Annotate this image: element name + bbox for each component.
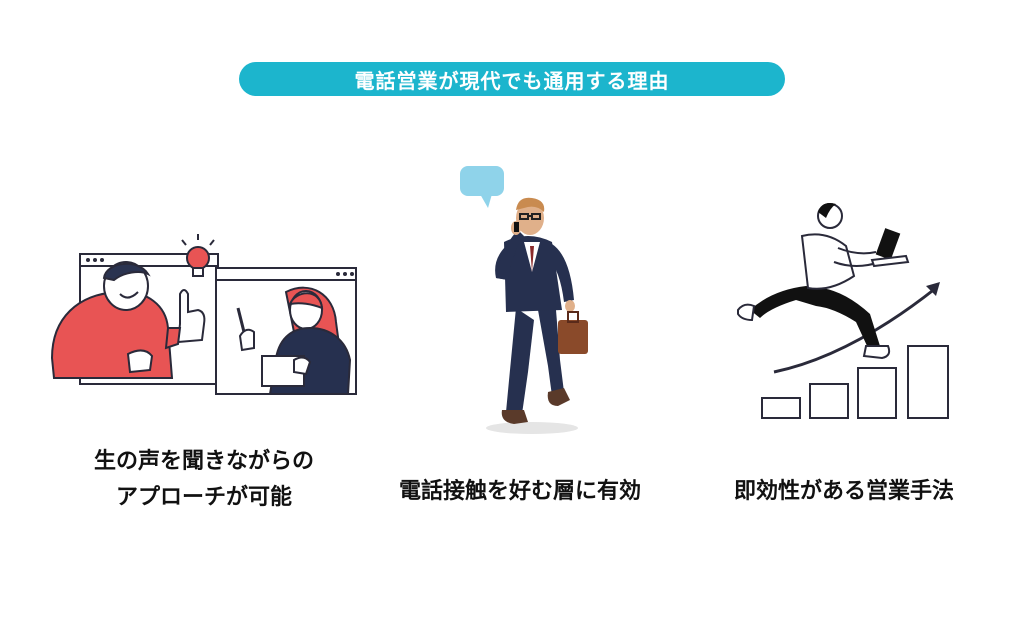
speech-bubble-icon bbox=[460, 166, 504, 208]
growth-runner-illustration bbox=[730, 196, 958, 424]
caption-line: アプローチが可能 bbox=[115, 485, 292, 510]
caption-line: 生の声を聞きながらの bbox=[93, 449, 314, 474]
card-caption-1: 生の声を聞きながらの アプローチが可能 bbox=[54, 444, 354, 516]
video-call-illustration bbox=[48, 228, 360, 396]
card-caption-3: 即効性がある営業手法 bbox=[694, 474, 994, 510]
page-title: 電話営業が現代でも通用する理由 bbox=[239, 62, 785, 96]
caption-line: 電話接触を好む層に有効 bbox=[398, 479, 641, 504]
caption-line: 即効性がある営業手法 bbox=[733, 479, 954, 504]
businessman-phone-illustration bbox=[452, 160, 600, 440]
card-caption-2: 電話接触を好む層に有効 bbox=[370, 474, 670, 510]
